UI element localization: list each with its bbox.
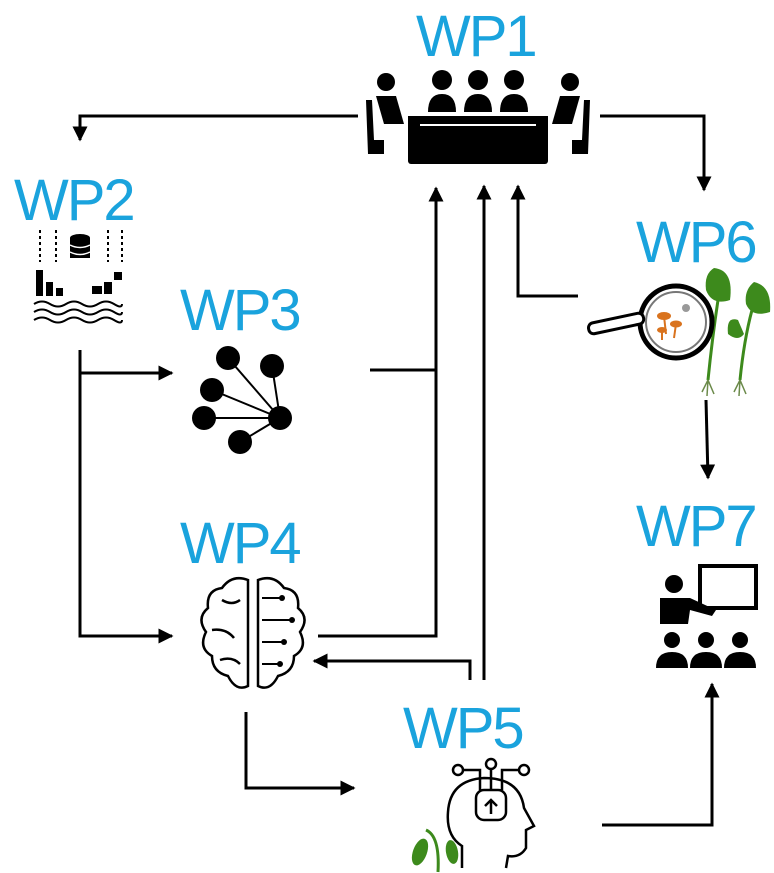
head-circuit-seedling-icon [411,757,536,873]
presentation-audience-icon [656,564,758,668]
brain-circuit-icon [200,577,306,689]
wp6-label: WP6 [636,210,758,275]
meeting-table-icon [366,70,590,164]
network-nodes-icon [192,346,292,454]
wp4-label: WP4 [180,511,302,576]
edge-wp5-wp4 [312,653,472,680]
edge-wp5-wp7 [602,682,720,827]
edge-wp6-wp7 [700,399,716,480]
edge-wp6-wp1 [510,184,578,298]
edge-wp4-wp5 [244,712,356,796]
edge-wp1-wp6 [600,114,712,192]
edge-wp1-wp2 [72,114,358,142]
wp2-label: WP2 [14,168,136,233]
edge-wp4-wp1 [318,370,438,638]
magnifier-plants-icon [587,268,771,397]
edge-wp2-wp3 [78,350,174,381]
edge-wp3-wp1 [370,186,444,372]
wp3-label: WP3 [180,278,302,343]
edge-wp2-wp4 [78,373,174,644]
wp5-label: WP5 [403,696,525,761]
data-chart-icon [33,230,123,324]
wp1-label: WP1 [416,4,538,69]
wp7-label: WP7 [636,494,758,559]
